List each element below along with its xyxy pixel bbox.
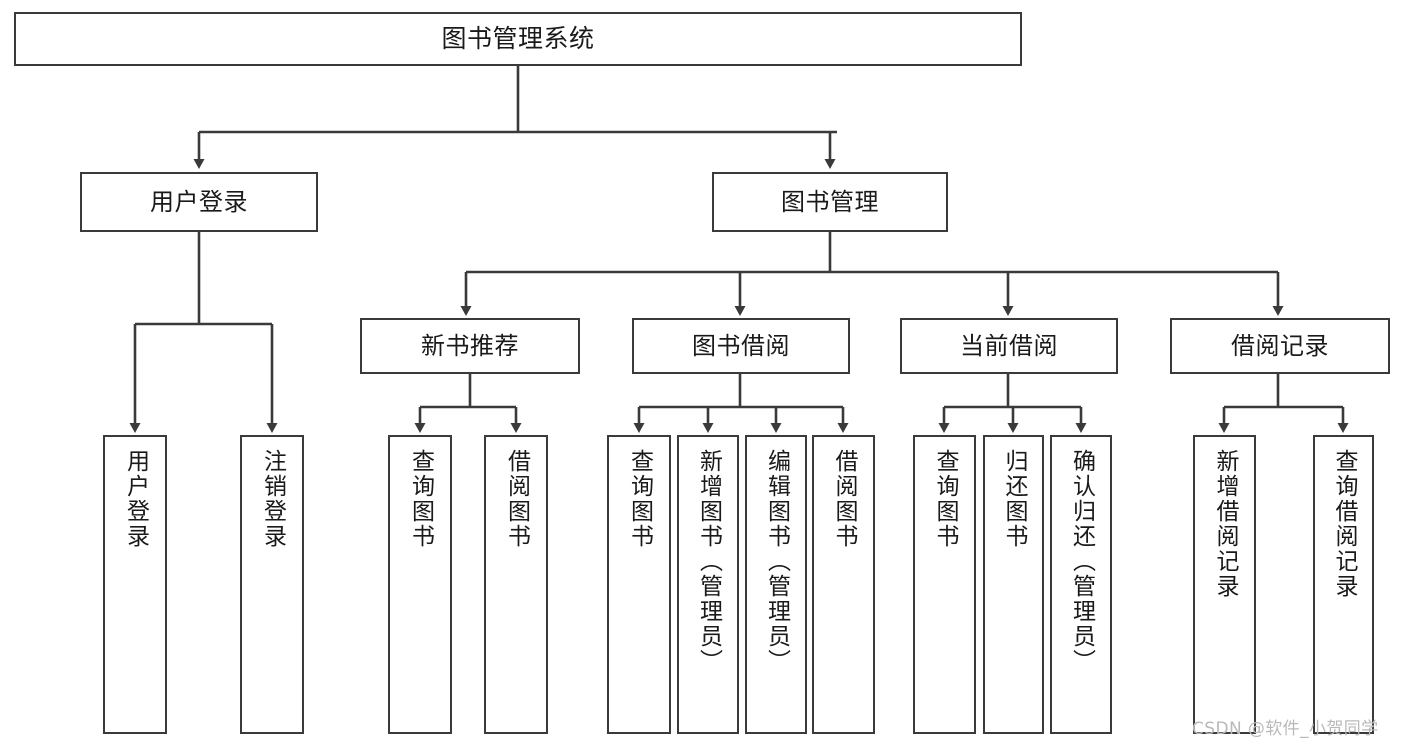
node-leaf-confirm-return[interactable]: 确认归还（管理员） bbox=[1050, 435, 1112, 734]
node-root-label: 图书管理系统 bbox=[441, 24, 595, 53]
node-leaf-add-record-label: 新增借阅记录 bbox=[1212, 449, 1238, 599]
node-current-borrow[interactable]: 当前借阅 bbox=[900, 318, 1118, 374]
node-leaf-query-book-2[interactable]: 查询图书 bbox=[607, 435, 671, 734]
node-leaf-logout[interactable]: 注销登录 bbox=[240, 435, 304, 734]
node-user-login-label: 用户登录 bbox=[150, 187, 248, 216]
node-book-borrow[interactable]: 图书借阅 bbox=[632, 318, 850, 374]
node-leaf-query-book-1-label: 查询图书 bbox=[407, 449, 434, 549]
node-book-borrow-label: 图书借阅 bbox=[692, 331, 790, 360]
node-leaf-query-book-1[interactable]: 查询图书 bbox=[388, 435, 452, 734]
node-borrow-record-label: 借阅记录 bbox=[1231, 331, 1329, 360]
node-leaf-query-book-2-label: 查询图书 bbox=[626, 449, 653, 549]
node-leaf-borrow-book-1[interactable]: 借阅图书 bbox=[484, 435, 548, 734]
node-leaf-query-book-3[interactable]: 查询图书 bbox=[913, 435, 976, 734]
node-leaf-borrow-book-1-label: 借阅图书 bbox=[503, 449, 530, 549]
node-leaf-logout-label: 注销登录 bbox=[259, 449, 286, 549]
node-book-manage-label: 图书管理 bbox=[781, 187, 879, 216]
node-current-borrow-label: 当前借阅 bbox=[960, 331, 1058, 360]
node-leaf-edit-book-label: 编辑图书（管理员） bbox=[763, 449, 790, 674]
node-leaf-query-record[interactable]: 查询借阅记录 bbox=[1313, 435, 1374, 734]
node-leaf-add-record[interactable]: 新增借阅记录 bbox=[1193, 435, 1256, 734]
node-leaf-edit-book[interactable]: 编辑图书（管理员） bbox=[745, 435, 807, 734]
node-leaf-user-login[interactable]: 用户登录 bbox=[103, 435, 167, 734]
node-leaf-borrow-book-2-label: 借阅图书 bbox=[831, 449, 857, 549]
node-book-manage[interactable]: 图书管理 bbox=[712, 172, 948, 232]
node-user-login[interactable]: 用户登录 bbox=[80, 172, 318, 232]
node-new-book-recommend-label: 新书推荐 bbox=[421, 331, 519, 360]
node-leaf-borrow-book-2[interactable]: 借阅图书 bbox=[812, 435, 875, 734]
node-root[interactable]: 图书管理系统 bbox=[14, 12, 1022, 66]
node-leaf-add-book-label: 新增图书（管理员） bbox=[695, 449, 722, 674]
node-leaf-query-record-label: 查询借阅记录 bbox=[1331, 449, 1357, 599]
node-borrow-record[interactable]: 借阅记录 bbox=[1170, 318, 1390, 374]
node-leaf-user-login-label: 用户登录 bbox=[122, 449, 149, 549]
node-leaf-return-book[interactable]: 归还图书 bbox=[983, 435, 1044, 734]
node-leaf-add-book[interactable]: 新增图书（管理员） bbox=[677, 435, 739, 734]
node-leaf-return-book-label: 归还图书 bbox=[1001, 449, 1027, 549]
node-new-book-recommend[interactable]: 新书推荐 bbox=[360, 318, 580, 374]
node-leaf-query-book-3-label: 查询图书 bbox=[932, 449, 958, 549]
node-leaf-confirm-return-label: 确认归还（管理员） bbox=[1068, 449, 1095, 674]
